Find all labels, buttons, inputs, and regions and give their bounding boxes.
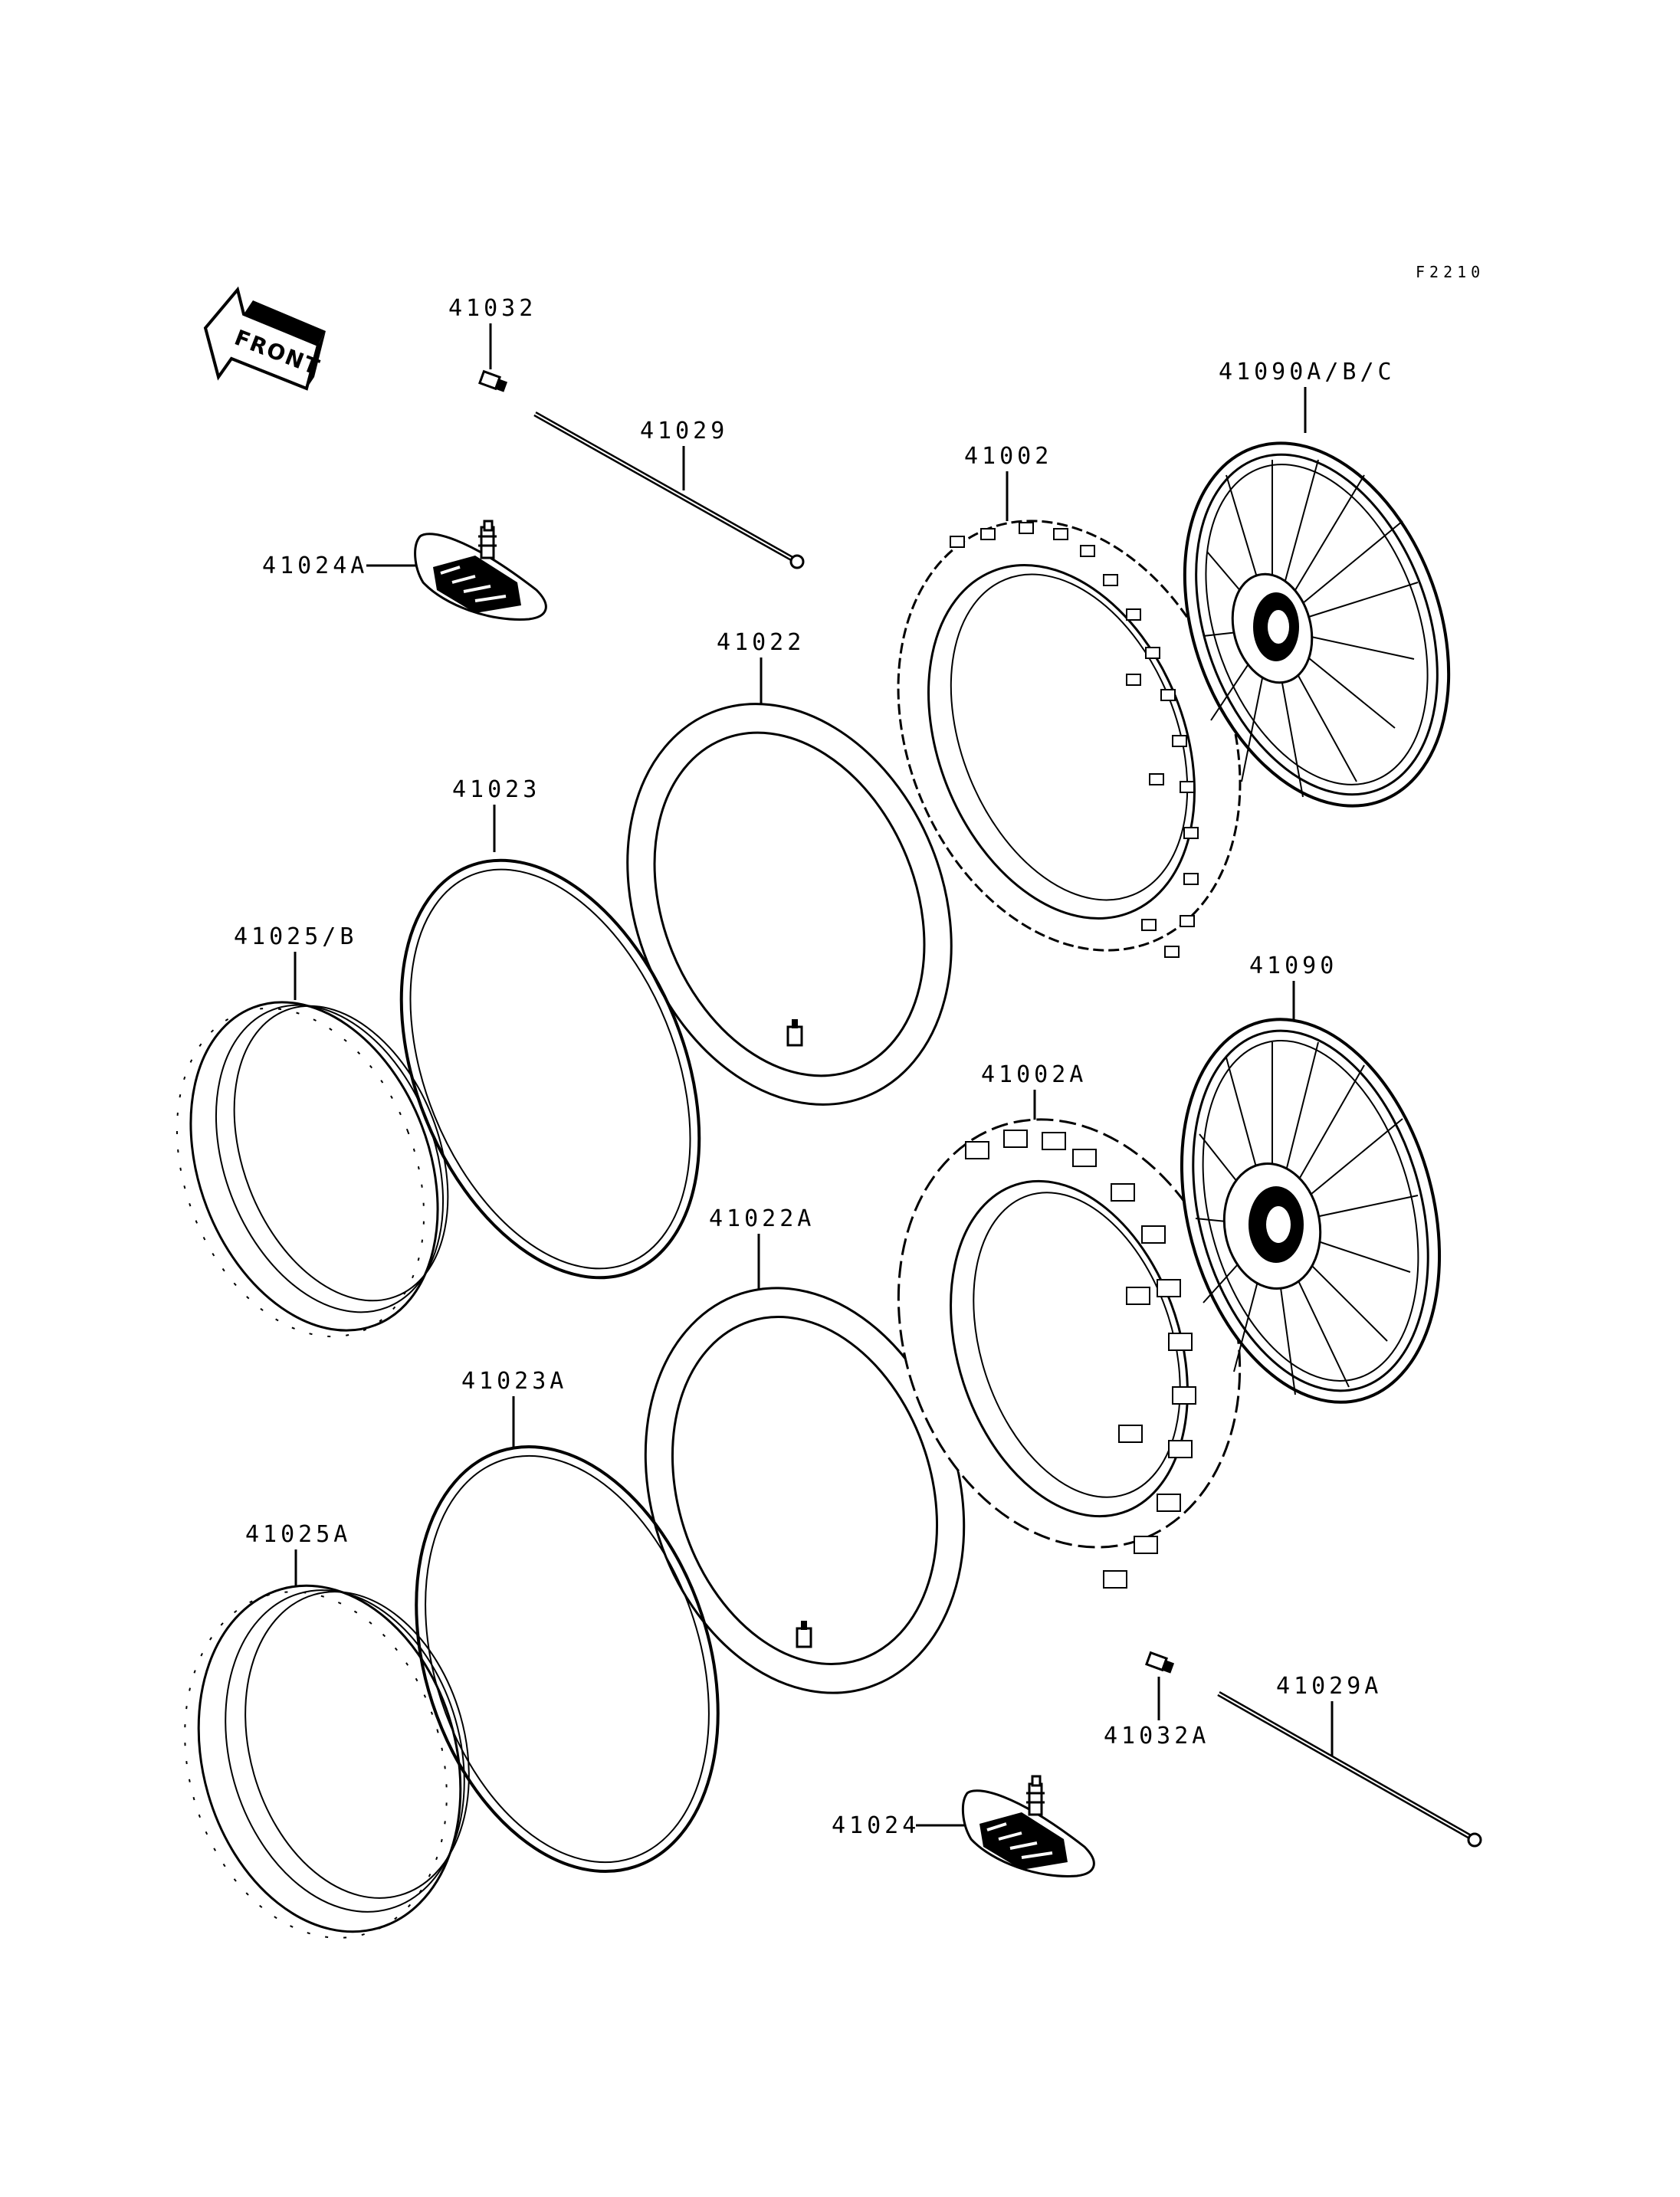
label-41025B: 41025/B (234, 923, 357, 950)
label-41032: 41032 (448, 295, 536, 322)
label-41024: 41024 (832, 1812, 920, 1839)
label-41002: 41002 (964, 443, 1052, 470)
label-41032A: 41032A (1104, 1723, 1209, 1749)
label-41022: 41022 (717, 629, 805, 656)
label-41002A: 41002A (981, 1061, 1087, 1088)
tire-front-icon (897, 520, 1242, 958)
spoke-front-icon (533, 411, 805, 569)
label-41024A: 41024A (262, 553, 368, 579)
rim-rear-icon (184, 1584, 470, 1939)
tire-rear-icon (897, 1118, 1242, 1589)
rim-band-front-icon (399, 858, 701, 1280)
label-41023: 41023 (452, 776, 540, 803)
rim-lock-front-icon (414, 520, 547, 621)
wheel-assembly-front-icon (1183, 441, 1451, 808)
spoke-nipple-rear-icon (1145, 1651, 1175, 1674)
rim-front-icon (176, 1001, 449, 1338)
label-41090: 41090 (1249, 953, 1337, 979)
label-41029A: 41029A (1276, 1673, 1382, 1700)
front-arrow-icon: FRONT (203, 286, 326, 391)
spoke-rear-icon (1217, 1690, 1482, 1848)
spoke-nipple-front-icon (478, 369, 508, 392)
label-41023A: 41023A (461, 1368, 567, 1395)
label-41029: 41029 (640, 418, 728, 444)
label-41025A: 41025A (245, 1521, 351, 1548)
label-41090ABC: 41090A/B/C (1219, 359, 1396, 385)
figure-code: F2210 (1416, 263, 1485, 281)
label-41022A: 41022A (709, 1205, 815, 1232)
wheel-assembly-rear-icon (1180, 1018, 1442, 1404)
rim-lock-rear-icon (961, 1775, 1095, 1877)
rim-band-rear-icon (415, 1444, 720, 1874)
inner-tube-front-icon (626, 703, 953, 1106)
